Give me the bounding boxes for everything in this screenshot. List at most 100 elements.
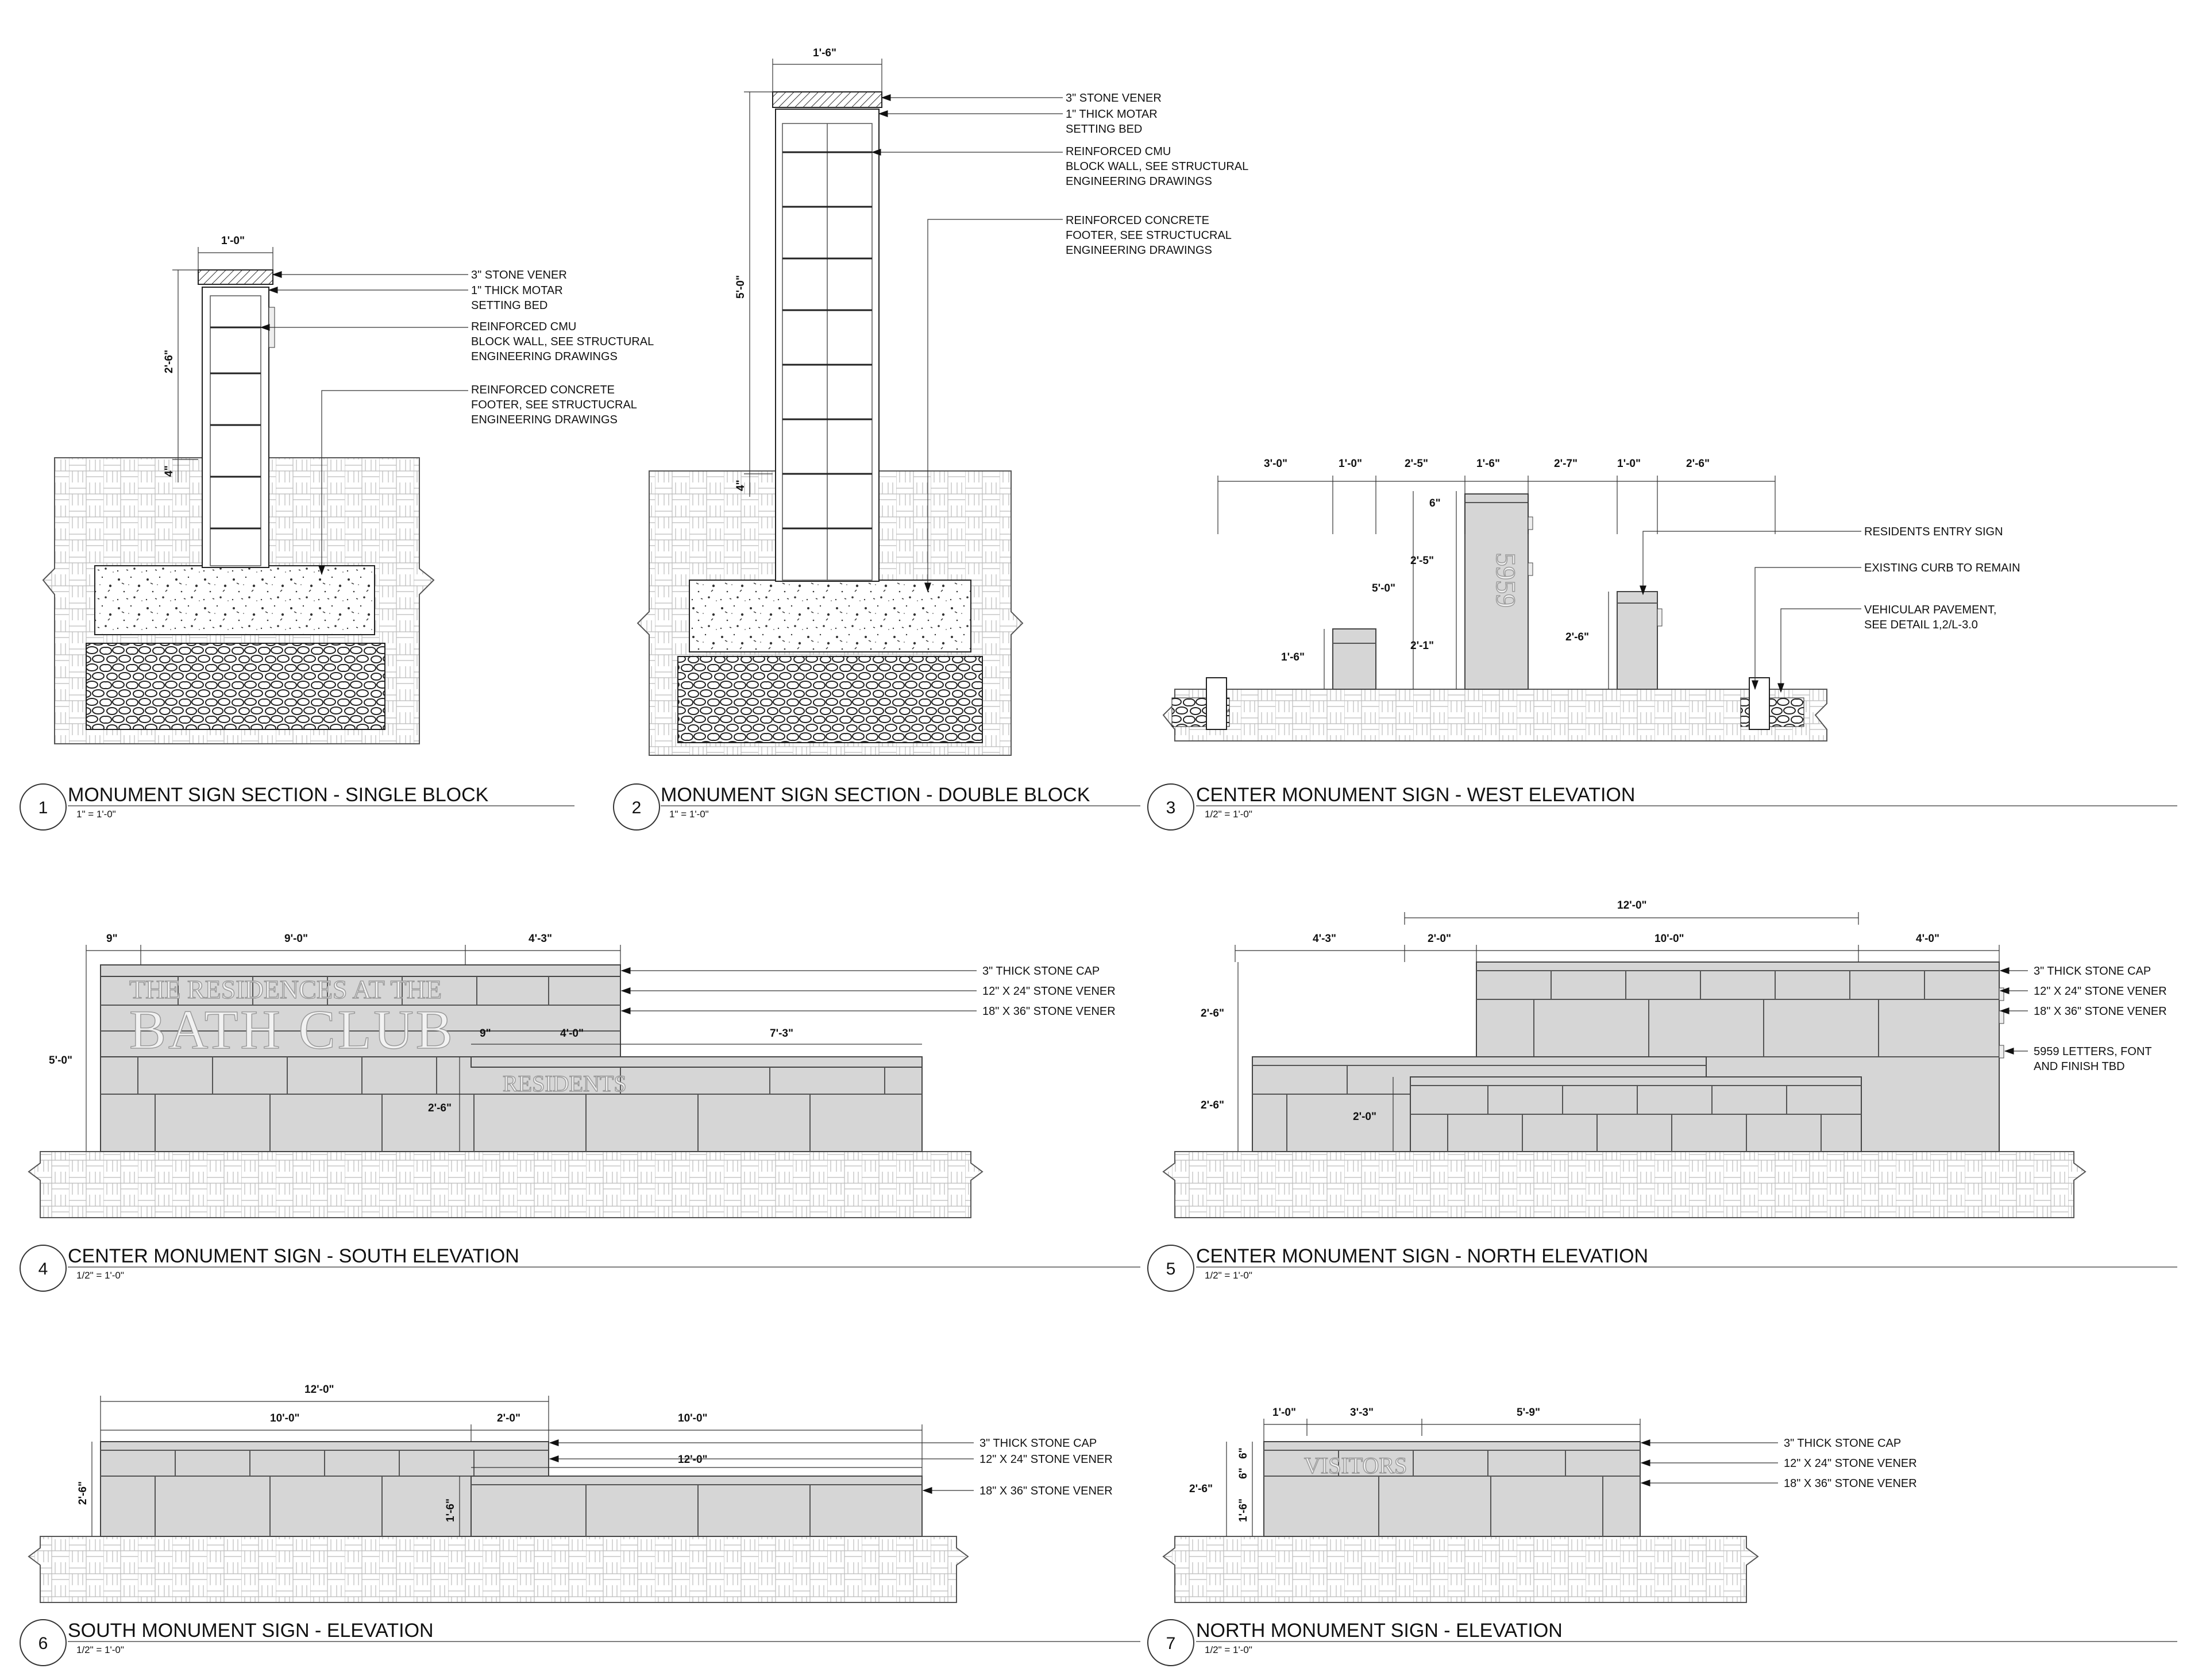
detail-6-title: SOUTH MONUMENT SIGN - ELEVATION [68,1620,434,1642]
d2-dim-height: 5'-0" [735,275,747,299]
d1-dim-width: 1'-0" [221,235,245,247]
d6-dim-height: 2'-6" [77,1481,89,1505]
detail-3-scale: 1/2" = 1'-0" [1205,809,1252,820]
detail-1-concrete-footer [94,565,375,635]
detail-2-title: MONUMENT SIGN SECTION - DOUBLE BLOCK [661,784,1090,806]
d6-dim-4: 12'-0" [678,1454,708,1466]
detail-2-number: 2 [632,798,642,817]
d3-note-entry-sign: RESIDENTS ENTRY SIGN [1864,526,2003,538]
d5-dim-upper: 2'-6" [1201,1007,1224,1019]
title-block-1: 1 MONUMENT SIGN SECTION - SINGLE BLOCK 1… [20,783,574,831]
detail-7-scale: 1/2" = 1'-0" [1205,1644,1252,1655]
title-block-5: 5 CENTER MONUMENT SIGN - NORTH ELEVATION… [1147,1245,2177,1292]
d1-note-mortar: 1" THICK MOTAR [471,284,563,297]
detail-3-west-elevation: 5959 3'-0" 1'-0" 2'-5" 1'-6" 2'-7" 1'-0"… [1162,458,2020,741]
d6-dim-2: 2'-0" [497,1412,520,1424]
d4-sign-line1: THE RESIDENCES AT THE [129,975,442,1004]
d6-dim-1: 10'-0" [270,1412,300,1424]
d3-note-curb: EXISTING CURB TO REMAIN [1864,562,2020,574]
d3-dim-upper: 2'-5" [1410,555,1434,567]
d3-dim-4: 2'-7" [1554,458,1578,470]
detail-2-stone-cap [772,91,882,108]
d6-note-veneer-12: 12" X 24" STONE VENER [979,1453,1113,1466]
d7-dim-2: 5'-9" [1517,1407,1540,1419]
detail-3-number: 3 [1166,798,1176,817]
detail-4-ground [28,1151,984,1218]
detail-1-gravel-base [86,643,385,730]
detail-2-gravel-base [677,656,983,743]
detail-4-title: CENTER MONUMENT SIGN - SOUTH ELEVATION [68,1245,519,1267]
d4-dim-4: 9" [480,1028,491,1040]
detail-6-ground [28,1536,969,1603]
d5-dim-3: 10'-0" [1654,933,1684,945]
d2-note-mortar: 1" THICK MOTAR [1066,108,1158,121]
d3-address-numerals: 5959 [1490,553,1521,608]
d1-note-footer-2: FOOTER, SEE STRUCTUCRAL [471,399,637,411]
d6-dim-total: 12'-0" [304,1384,334,1396]
d6-dim-lower: 1'-6" [445,1499,457,1522]
detail-5-title: CENTER MONUMENT SIGN - NORTH ELEVATION [1196,1245,1648,1267]
detail-1-title: MONUMENT SIGN SECTION - SINGLE BLOCK [68,784,489,806]
d2-note-footer-2: FOOTER, SEE STRUCTUCRAL [1066,229,1232,242]
d3-residents-pier [1617,591,1658,690]
d7-dim-3: 6" [1237,1447,1249,1459]
d5-dim-4: 4'-0" [1916,933,1939,945]
detail-2-number-bubble [613,783,660,831]
d7-note-cap: 3" THICK STONE CAP [1784,1437,1901,1450]
title-block-2: 2 MONUMENT SIGN SECTION - DOUBLE BLOCK 1… [613,783,1140,831]
d6-note-cap: 3" THICK STONE CAP [979,1437,1097,1450]
d3-dim-1: 1'-0" [1339,458,1362,470]
detail-1-number-bubble [20,783,67,831]
detail-6-number-bubble [20,1619,67,1666]
detail-6-number: 6 [38,1634,48,1653]
d2-note-footer: REINFORCED CONCRETE [1066,214,1209,227]
d3-dim-3: 1'-6" [1476,458,1500,470]
d1-note-mortar-2: SETTING BED [471,299,547,312]
detail-3-ground [1162,689,1827,741]
d1-note-stone: 3" STONE VENER [471,269,567,281]
d6-lower-block [470,1476,923,1537]
d3-dim-6in: 6" [1429,497,1441,509]
d7-sign-block [1263,1441,1641,1537]
d2-note-cmu-2: BLOCK WALL, SEE STRUCTURAL [1066,160,1248,173]
detail-5-number-bubble [1147,1245,1194,1292]
detail-4-number: 4 [38,1260,48,1279]
title-block-4: 4 CENTER MONUMENT SIGN - SOUTH ELEVATION… [20,1245,1140,1292]
title-block-6: 6 SOUTH MONUMENT SIGN - ELEVATION 1/2" =… [20,1619,1140,1666]
d4-dim-2: 4'-3" [529,933,552,945]
d7-dim-4: 6" [1237,1467,1249,1479]
d2-note-footer-3: ENGINEERING DRAWINGS [1066,244,1212,257]
d4-dim-7: 2'-6" [428,1102,452,1114]
detail-5-scale: 1/2" = 1'-0" [1205,1270,1252,1281]
d4-dim-5: 4'-0" [560,1028,584,1040]
title-block-7: 7 NORTH MONUMENT SIGN - ELEVATION 1/2" =… [1147,1619,2177,1666]
detail-5-north-elevation: 12'-0" 4'-3" 2'-0" 10'-0" 4'-0" 2'-6" 2'… [1162,899,2167,1218]
detail-7-number-bubble [1147,1619,1194,1666]
detail-2-section-double-block: 1'-6" 5'-0" 4" 3" STONE VENER 1" THICK M… [637,47,1248,756]
detail-7-number: 7 [1166,1634,1176,1653]
d7-dim-height: 2'-6" [1189,1483,1213,1495]
d6-note-veneer-18: 18" X 36" STONE VENER [979,1485,1113,1497]
d1-note-cmu-3: ENGINEERING DRAWINGS [471,350,618,363]
d2-note-stone: 3" STONE VENER [1066,92,1162,105]
d1-note-cmu-2: BLOCK WALL, SEE STRUCTURAL [471,335,654,348]
d3-small-pier [1332,628,1376,690]
d4-sign-line3: RESIDENTS [503,1071,627,1096]
d3-dim-0: 3'-0" [1264,458,1287,470]
d3-note-pavement: VEHICULAR PAVEMENT, [1864,604,1996,616]
d3-dim-lower: 2'-1" [1410,640,1434,652]
d5-note-letters: 5959 LETTERS, FONT [2034,1045,2152,1058]
d2-note-cmu: REINFORCED CMU [1066,145,1171,158]
d2-note-cmu-3: ENGINEERING DRAWINGS [1066,175,1212,188]
detail-1-number: 1 [38,798,48,817]
detail-1-stone-cap [198,269,273,285]
d3-note-pavement-2: SEE DETAIL 1,2/L-3.0 [1864,619,1978,631]
detail-4-south-elevation: THE RESIDENCES AT THE BATH CLUB RESIDENT… [28,933,1116,1218]
d6-dim-3: 10'-0" [678,1412,708,1424]
detail-3-number-bubble [1147,783,1194,831]
d3-center-pier [1464,493,1529,690]
d1-note-footer: REINFORCED CONCRETE [471,384,615,396]
d4-dim-1: 9'-0" [284,933,308,945]
d5-note-veneer-18: 18" X 36" STONE VENER [2034,1005,2167,1018]
